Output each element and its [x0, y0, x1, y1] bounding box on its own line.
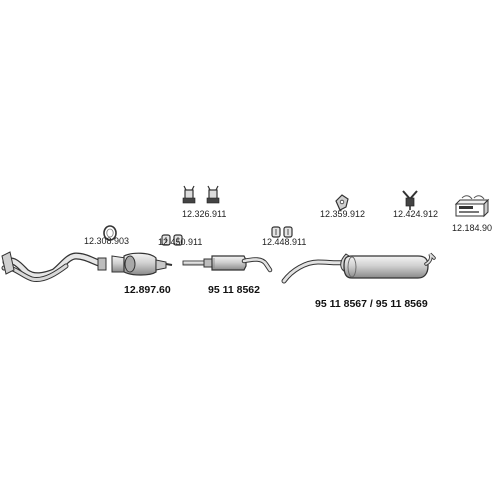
middle-silencer-part-number: 95 11 8562 [208, 284, 260, 296]
mounting-kit-part-number: 12.184.90 [452, 223, 493, 233]
catalyst-part [111, 252, 173, 276]
middle-silencer-part [182, 255, 273, 273]
rubber-mount-icon [182, 185, 220, 204]
clamp-icon [161, 234, 183, 246]
front-pipe-part-number: 12.897.60 [124, 284, 171, 296]
middle-clamp-part-number: 12.448.911 [262, 237, 307, 247]
hanger-icon [335, 194, 349, 211]
hanger-part-number: 12.359.912 [320, 209, 366, 219]
gasket-ring-icon [103, 225, 117, 241]
gasket-part-number: 12.308.903 [84, 236, 130, 246]
rear-mount-icon [402, 190, 418, 210]
mounting-kit-box-icon [454, 195, 490, 218]
rear-silencer-part-number: 95 11 8567 / 95 11 8569 [315, 298, 428, 310]
front-pipe-part [1, 251, 107, 283]
rear-silencer-part [281, 252, 436, 284]
rear-mount-part-number: 12.424.912 [393, 209, 439, 219]
clamp-part-number: 12.450.911 [158, 237, 203, 247]
middle-clamp-icon [271, 226, 293, 238]
rubber-mounts-part-number: 12.326.911 [182, 209, 227, 219]
